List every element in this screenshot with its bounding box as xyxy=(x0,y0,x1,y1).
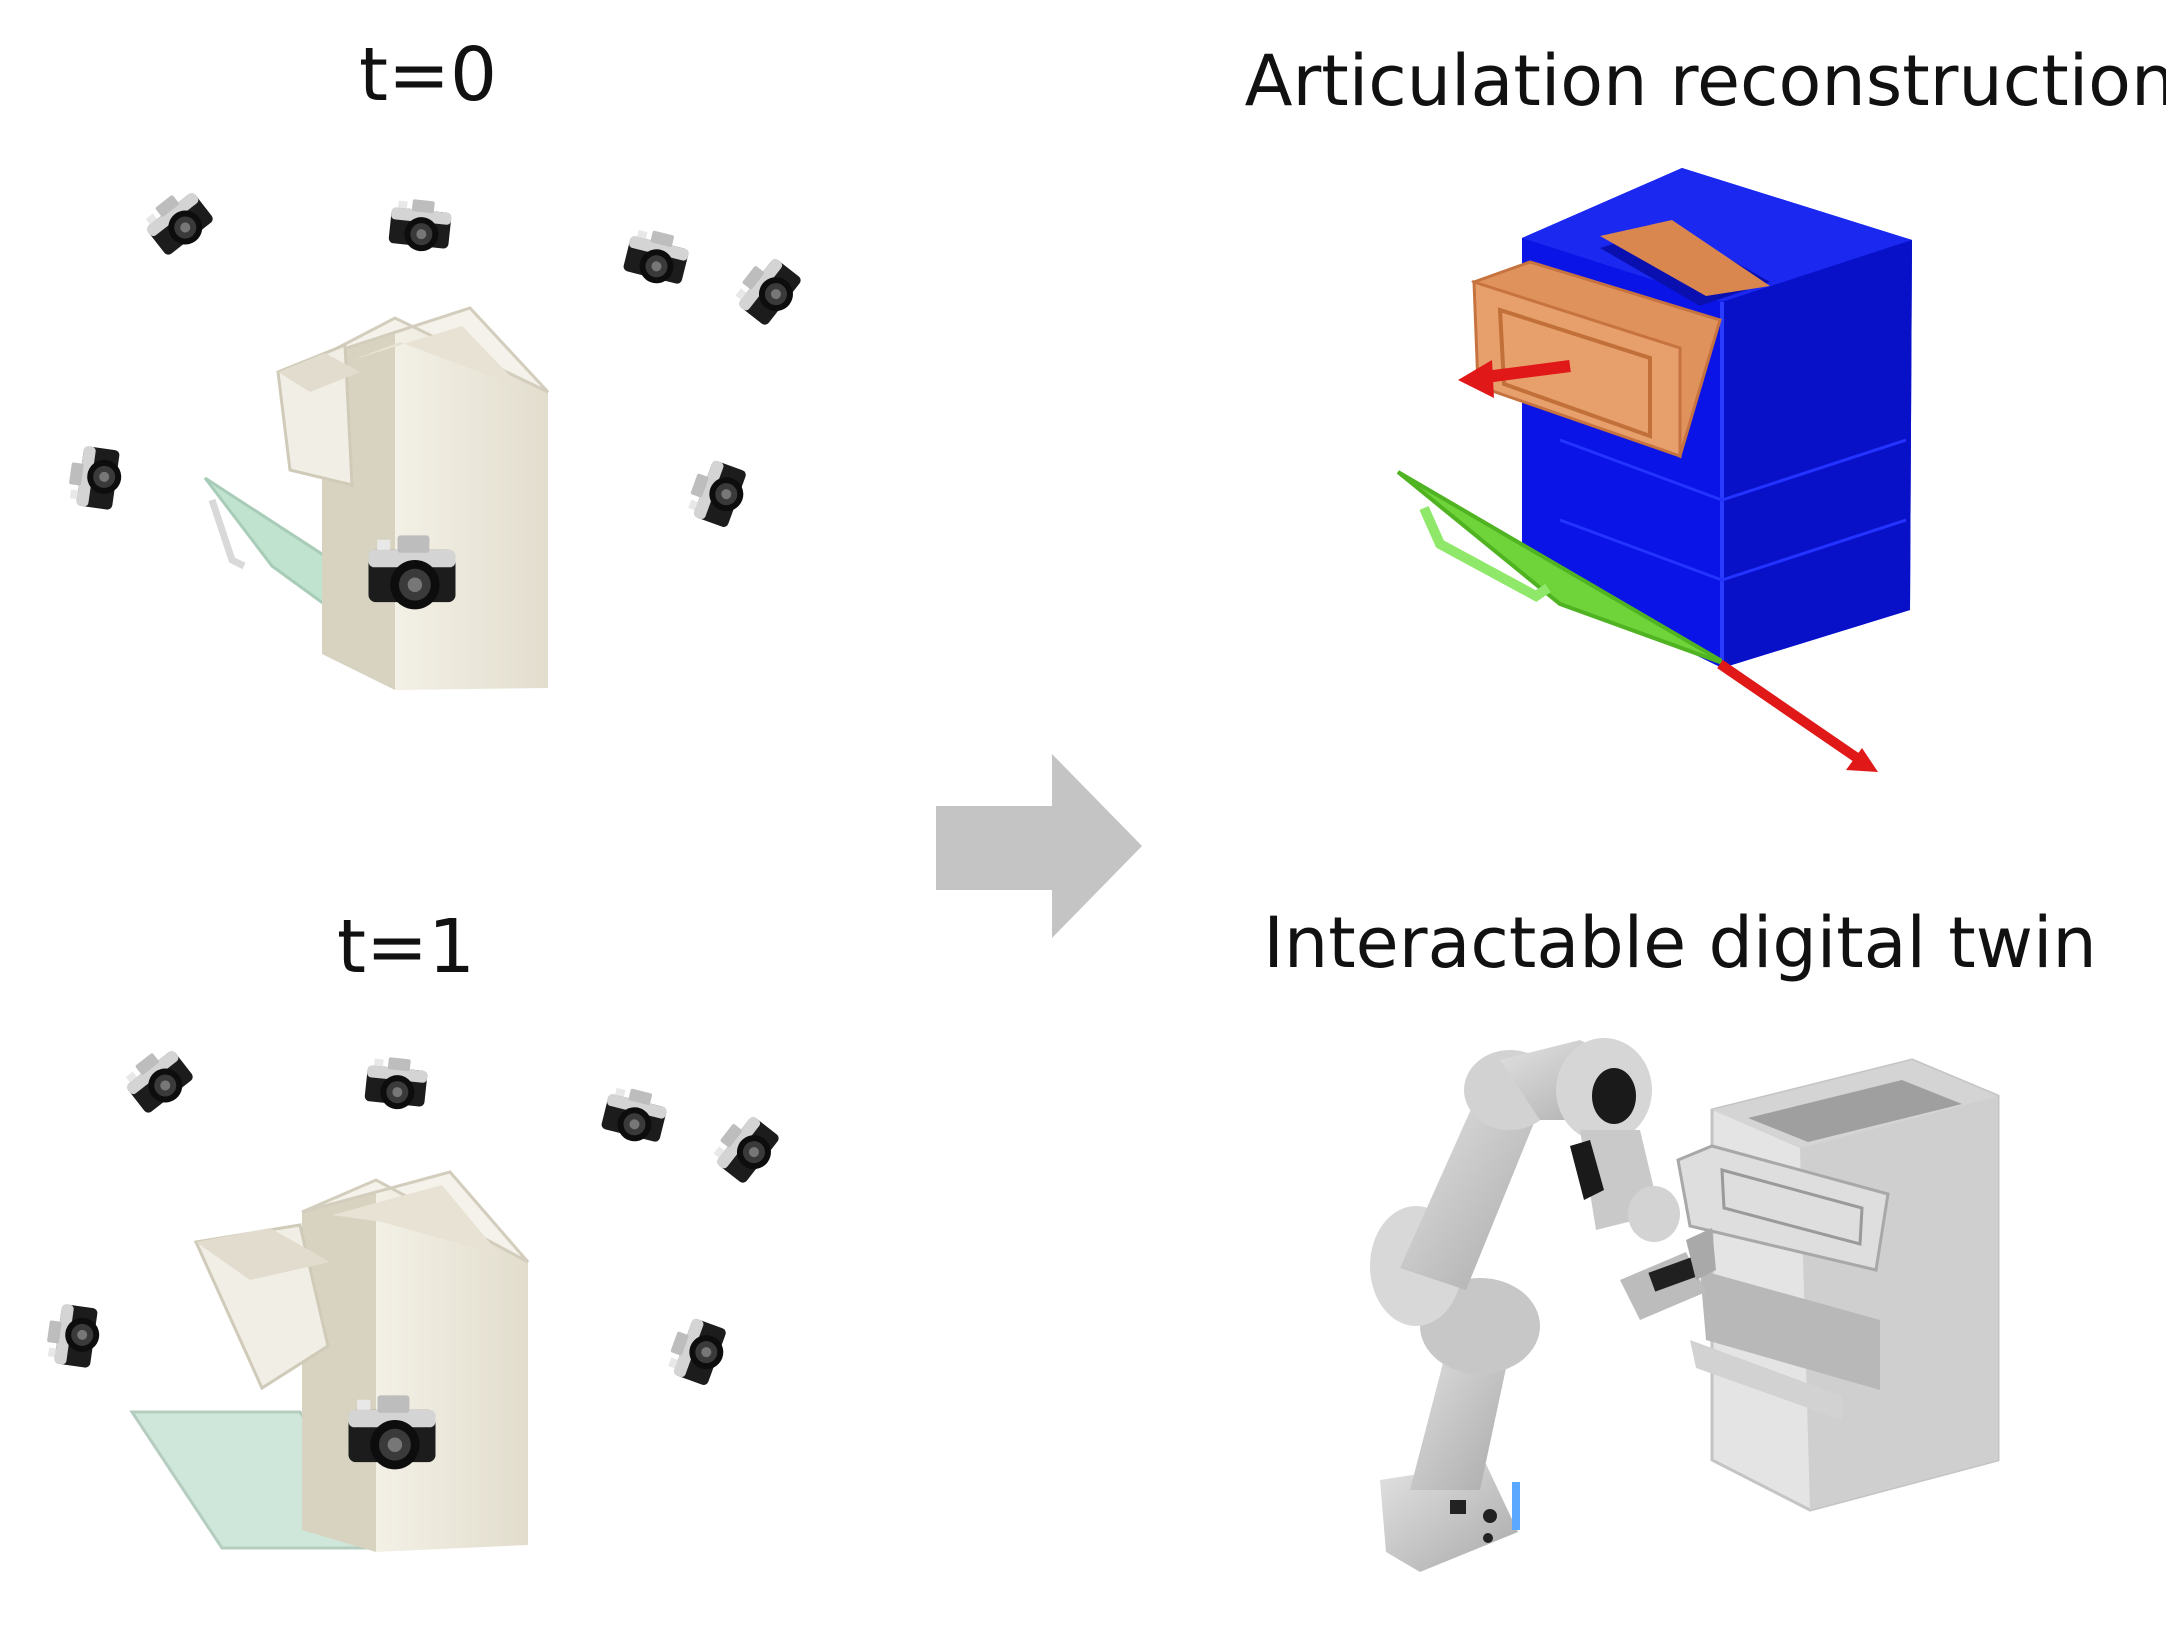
camera-icon xyxy=(621,225,692,290)
camera-icon xyxy=(707,1109,785,1188)
camera-icon xyxy=(363,1055,429,1113)
cabinet-t1-render xyxy=(129,1170,530,1552)
camera-icon xyxy=(119,1041,198,1119)
label-articulation-reconstruction: Articulation reconstruction xyxy=(1244,40,2166,122)
camera-icon xyxy=(683,456,752,531)
camera-icon xyxy=(387,197,453,255)
label-t1: t=1 xyxy=(336,904,476,990)
flow-arrow-icon xyxy=(936,754,1142,938)
camera-icon xyxy=(729,251,807,330)
articulation-reconstruction-scan xyxy=(1396,168,1912,772)
camera-icon xyxy=(44,1302,103,1369)
camera-icon xyxy=(663,1314,732,1389)
label-interactable-digital-twin: Interactable digital twin xyxy=(1263,902,2097,984)
cabinet-t0-render xyxy=(203,306,550,690)
camera-icon xyxy=(66,444,125,511)
robot-arm-icon xyxy=(1370,1038,1716,1572)
camera-icon xyxy=(599,1083,670,1148)
digital-twin-render xyxy=(1370,1038,2000,1572)
label-t0: t=0 xyxy=(358,32,498,118)
camera-icon xyxy=(139,183,218,261)
